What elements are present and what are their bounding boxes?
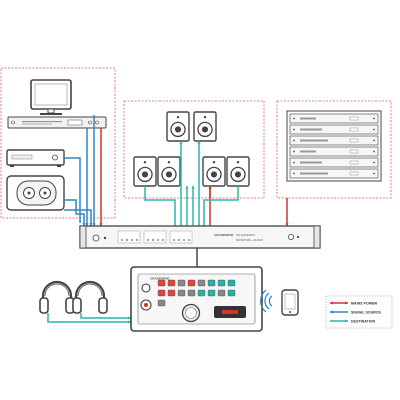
speaker-bottom-2-icon bbox=[157, 156, 181, 187]
rack-unit bbox=[289, 146, 379, 157]
power-wire bbox=[99, 128, 103, 226]
hub-led bbox=[183, 239, 185, 241]
headphones-left-icon bbox=[39, 280, 75, 314]
legend-item: SIGNAL SOURCE bbox=[330, 310, 381, 314]
rack-unit bbox=[289, 157, 379, 168]
legend-label: DESTINATION bbox=[351, 319, 375, 323]
hub-brand: CRANBORNE bbox=[214, 233, 234, 237]
signal-wire bbox=[64, 199, 86, 226]
controller-button[interactable] bbox=[197, 289, 206, 297]
hub-led bbox=[147, 239, 149, 241]
legend: MAINS POWER SIGNAL SOURCE DESTINATION bbox=[325, 295, 393, 329]
destination-wire bbox=[191, 186, 195, 226]
source-group-border bbox=[0, 67, 116, 219]
controller-button[interactable] bbox=[157, 289, 166, 297]
media-player-icon bbox=[6, 149, 65, 167]
speaker-bottom-1-icon bbox=[133, 156, 157, 187]
controller-button[interactable] bbox=[177, 289, 186, 297]
controller-button[interactable] bbox=[187, 279, 196, 287]
controller-button[interactable] bbox=[167, 279, 176, 287]
controller-button[interactable] bbox=[207, 279, 216, 287]
hub-led bbox=[131, 239, 133, 241]
desktop-monitor-icon bbox=[30, 79, 72, 115]
legend-item: MAINS POWER bbox=[330, 301, 378, 305]
destination-wire bbox=[197, 141, 201, 226]
controller-button[interactable] bbox=[227, 279, 236, 287]
power-wire bbox=[285, 198, 289, 226]
hub-led bbox=[162, 239, 164, 241]
hub-led bbox=[136, 239, 138, 241]
controller-button[interactable] bbox=[187, 289, 196, 297]
controller-button[interactable] bbox=[227, 289, 236, 297]
rack-group-border bbox=[276, 100, 392, 199]
legend-item: DESTINATION bbox=[330, 319, 375, 323]
hub-led bbox=[121, 239, 123, 241]
controller-button[interactable] bbox=[157, 299, 166, 307]
hub-led bbox=[126, 239, 128, 241]
controller-button[interactable] bbox=[197, 279, 206, 287]
speaker-top-right-icon bbox=[193, 111, 217, 142]
hub-led bbox=[152, 239, 154, 241]
wireless-signal-icon bbox=[260, 289, 273, 313]
legend-label: MAINS POWER bbox=[351, 301, 378, 305]
controller-button[interactable] bbox=[167, 289, 176, 297]
speaker-bottom-4-icon bbox=[226, 156, 250, 187]
signal-wire bbox=[64, 157, 81, 223]
hub-led bbox=[157, 239, 159, 241]
controller-button[interactable] bbox=[157, 279, 166, 287]
hub-led bbox=[178, 239, 180, 241]
controller-button[interactable] bbox=[217, 289, 226, 297]
destination-wire bbox=[144, 186, 176, 226]
controller-button[interactable] bbox=[207, 289, 216, 297]
rack-unit bbox=[289, 124, 379, 135]
hub-led bbox=[173, 239, 175, 241]
destination-wire bbox=[47, 313, 131, 324]
legend-label: SIGNAL SOURCE bbox=[351, 310, 381, 314]
speaker-top-left-icon bbox=[166, 111, 190, 142]
equipment-rack-icon bbox=[286, 110, 382, 182]
controller-label: CRANBORNE bbox=[150, 277, 170, 281]
hub-model: C8 GATEWAY bbox=[236, 233, 255, 237]
signal-wire bbox=[64, 209, 93, 226]
destination-wire bbox=[185, 186, 189, 226]
hub-led bbox=[188, 239, 190, 241]
rack-unit bbox=[289, 113, 379, 124]
speakers-group-border bbox=[123, 100, 265, 199]
turntable-icon bbox=[6, 175, 65, 211]
destination-wire bbox=[179, 141, 183, 226]
hub-subtitle: MONITOR + AUDIO bbox=[236, 238, 264, 242]
rack-unit bbox=[289, 168, 379, 179]
signal-wire bbox=[85, 128, 89, 226]
rack-interface-icon bbox=[7, 116, 107, 129]
headphones-right-icon bbox=[72, 280, 108, 314]
destination-wire bbox=[80, 313, 131, 320]
controller-button[interactable] bbox=[177, 279, 186, 287]
signal-wire bbox=[92, 115, 96, 226]
controller-device: CRANBORNE bbox=[130, 266, 263, 332]
speaker-bottom-3-icon bbox=[202, 156, 226, 187]
power-wire bbox=[208, 186, 212, 198]
destination-wire bbox=[203, 186, 239, 226]
rack-unit bbox=[289, 135, 379, 146]
hub-device: CRANBORNE C8 GATEWAY MONITOR + AUDIO bbox=[79, 225, 321, 249]
controller-button[interactable] bbox=[217, 279, 226, 287]
smartphone-icon bbox=[281, 289, 299, 316]
